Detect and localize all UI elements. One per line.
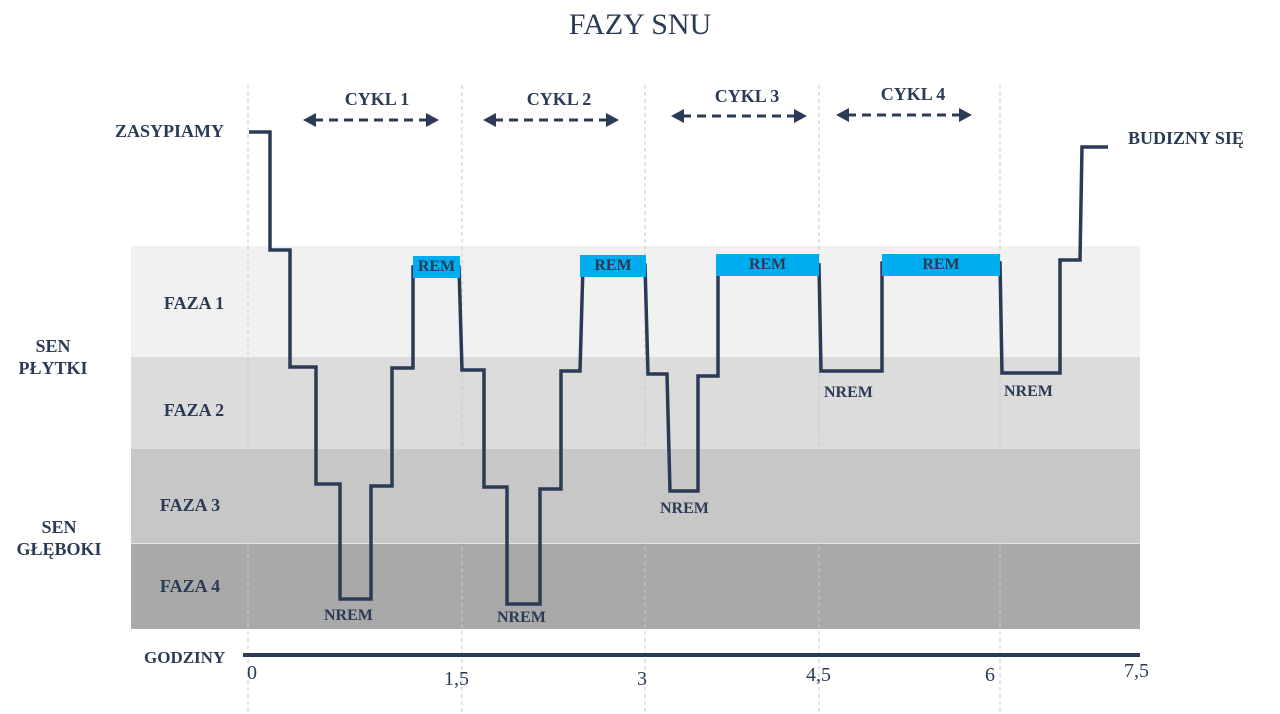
arrowhead-left-2 bbox=[483, 113, 496, 127]
nrem-label-1: NREM bbox=[324, 607, 373, 624]
tick-4-5: 4,5 bbox=[806, 664, 831, 686]
tick-7-5: 7,5 bbox=[1124, 660, 1149, 682]
rem-block-3: REM bbox=[716, 254, 819, 276]
rem-block-1: REM bbox=[413, 256, 460, 278]
start-label: ZASYPIAMY bbox=[115, 121, 225, 141]
light-sleep-label: SEN PŁYTKI bbox=[18, 336, 88, 378]
arrowhead-left-3 bbox=[671, 109, 684, 123]
arrowhead-right-1 bbox=[426, 113, 439, 127]
faza-3-label: FAZA 3 bbox=[159, 495, 221, 515]
cycle-arrowheads bbox=[303, 108, 972, 127]
band-faza-3 bbox=[131, 449, 1140, 543]
band-faza-2 bbox=[131, 357, 1140, 449]
cycle-label-1: CYKL 1 bbox=[344, 89, 410, 109]
arrowhead-right-2 bbox=[606, 113, 619, 127]
faza-1-label: FAZA 1 bbox=[163, 293, 225, 313]
end-label: BUDIZNY SIĘ bbox=[1128, 128, 1244, 148]
sleep-stage-line bbox=[249, 130, 1108, 606]
nrem-label-2: NREM bbox=[497, 609, 546, 626]
tick-0: 0 bbox=[247, 662, 257, 684]
nrem-label-4: NREM bbox=[824, 384, 873, 401]
tick-3: 3 bbox=[637, 668, 647, 690]
axis-label: GODZINY bbox=[144, 648, 226, 667]
cycle-label-4: CYKL 4 bbox=[880, 84, 946, 104]
tick-1-5: 1,5 bbox=[444, 668, 469, 690]
arrowhead-right-3 bbox=[794, 109, 807, 123]
faza-4-label: FAZA 4 bbox=[159, 576, 221, 596]
faza-2-label: FAZA 2 bbox=[163, 400, 225, 420]
band-faza-4 bbox=[131, 543, 1140, 629]
nrem-label-5: NREM bbox=[1004, 383, 1053, 400]
nrem-label-3: NREM bbox=[660, 500, 709, 517]
tick-6: 6 bbox=[985, 664, 995, 686]
cycle-arrows bbox=[314, 113, 961, 122]
arrowhead-right-4 bbox=[959, 108, 972, 122]
deep-sleep-label: SEN GŁĘBOKI bbox=[16, 517, 102, 559]
cycle-label-3: CYKL 3 bbox=[714, 86, 780, 106]
cycle-label-2: CYKL 2 bbox=[526, 89, 592, 109]
arrowhead-left-4 bbox=[836, 108, 849, 122]
rem-block-4: REM bbox=[882, 254, 1000, 276]
diagram-title: FAZY SNU bbox=[568, 8, 712, 41]
arrowhead-left-1 bbox=[303, 113, 316, 127]
rem-block-2: REM bbox=[580, 255, 646, 277]
